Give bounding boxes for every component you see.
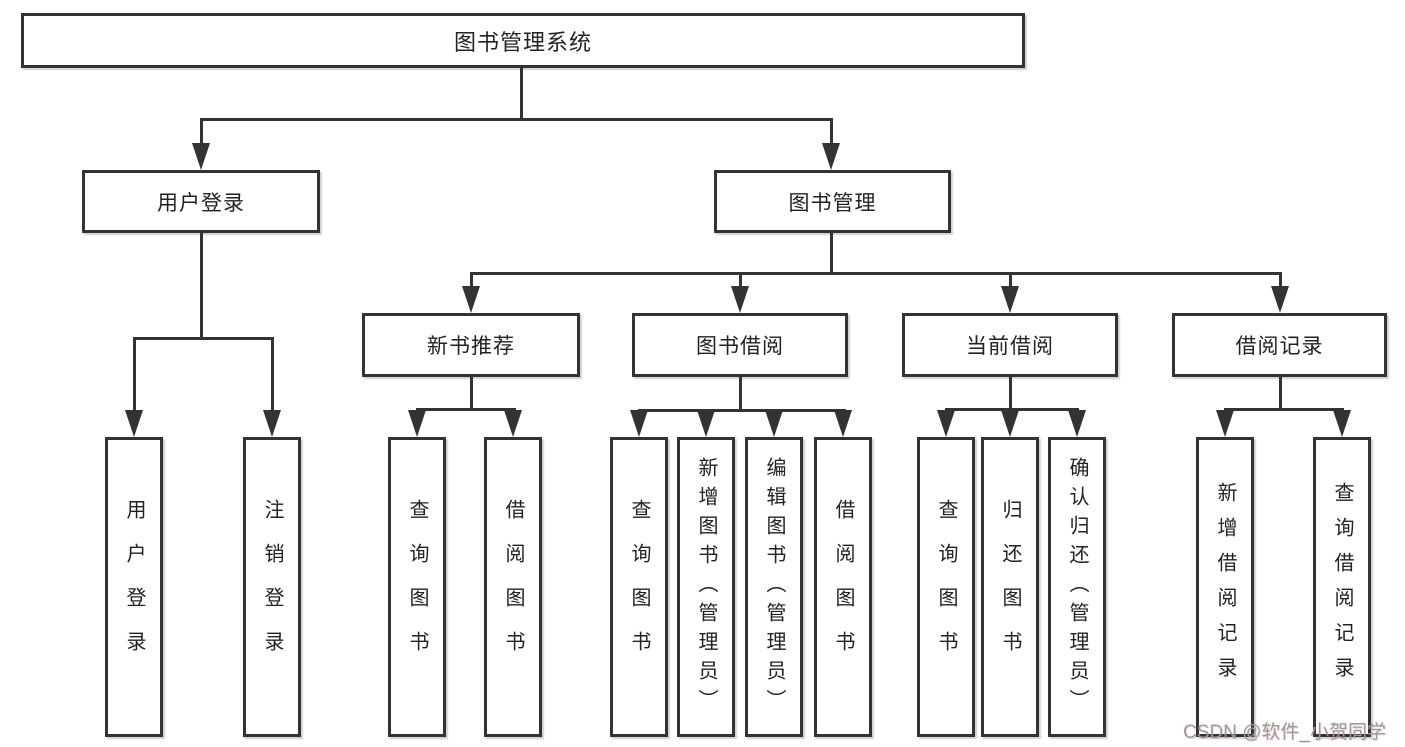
arrowhead-leaf-logout	[263, 410, 281, 437]
leaf-borrow-books-recommend-label: 借阅图书	[502, 499, 524, 675]
leaf-user-login-label: 用户登录	[123, 499, 145, 675]
connector-current-borrow-rail	[945, 408, 1079, 411]
leaf-borrow-books-borrow-label: 借阅图书	[832, 499, 854, 675]
leaf-query-books-borrow-label: 查询图书	[628, 499, 650, 675]
node-borrow-records-label: 借阅记录	[1235, 335, 1324, 358]
arrowhead-user-login	[192, 143, 210, 170]
node-current-borrow: 当前借阅	[902, 313, 1118, 377]
connector-new-book-stub	[470, 375, 473, 411]
leaf-confirm-return-admin: 确认归还（管理员）	[1048, 437, 1106, 737]
connector-drop-new-book	[470, 272, 473, 289]
arrowhead-query-books-recommend	[408, 410, 426, 437]
leaf-query-borrow-record-label: 查询借阅记录	[1331, 482, 1353, 692]
node-book-borrow-label: 图书借阅	[696, 335, 784, 358]
node-user-login: 用户登录	[82, 170, 320, 233]
arrowhead-add-borrow-record	[1216, 410, 1234, 437]
connector-root-stub	[520, 66, 523, 119]
arrowhead-edit-book-admin	[765, 410, 783, 437]
leaf-logout: 注销登录	[243, 437, 301, 737]
arrowhead-current-borrow	[1001, 286, 1019, 313]
node-root: 图书管理系统	[21, 13, 1025, 68]
connector-new-book-rail	[416, 408, 516, 411]
connector-book-borrow-rail	[638, 409, 846, 412]
arrowhead-query-books-borrow	[630, 410, 648, 437]
leaf-query-books-recommend: 查询图书	[388, 437, 446, 737]
leaf-confirm-return-admin-label: 确认归还（管理员）	[1066, 456, 1088, 718]
connector-user-login-rail	[133, 337, 274, 340]
connector-borrow-records-rail	[1224, 408, 1344, 411]
connector-level3-rail	[470, 272, 1282, 275]
node-new-book-recommend: 新书推荐	[362, 313, 580, 377]
connector-borrow-records-stub	[1279, 375, 1282, 411]
leaf-add-borrow-record-label: 新增借阅记录	[1214, 482, 1236, 692]
leaf-add-book-admin: 新增图书（管理员）	[677, 437, 735, 737]
node-user-login-label: 用户登录	[157, 191, 245, 215]
leaf-query-books-current: 查询图书	[917, 437, 975, 737]
connector-drop-user-login	[200, 118, 203, 146]
arrowhead-borrow-books-borrow	[834, 410, 852, 437]
leaf-query-books-borrow: 查询图书	[610, 437, 668, 737]
leaf-return-book-label: 归还图书	[999, 499, 1021, 675]
arrowhead-book-borrow	[731, 286, 749, 313]
leaf-borrow-books-recommend: 借阅图书	[484, 437, 542, 737]
arrowhead-query-books-current	[937, 410, 955, 437]
connector-book-borrow-stub	[739, 375, 742, 412]
leaf-query-books-current-label: 查询图书	[935, 499, 957, 675]
leaf-edit-book-admin: 编辑图书（管理员）	[745, 437, 803, 737]
node-book-management: 图书管理	[714, 170, 951, 233]
leaf-add-book-admin-label: 新增图书（管理员）	[695, 456, 717, 718]
connector-user-login-stub	[200, 231, 203, 338]
connector-drop-current-borrow	[1009, 272, 1012, 289]
connector-book-management-stub	[830, 231, 833, 275]
leaf-logout-label: 注销登录	[261, 499, 283, 675]
leaf-query-borrow-record: 查询借阅记录	[1313, 437, 1371, 737]
leaf-user-login: 用户登录	[105, 437, 163, 737]
arrowhead-leaf-user-login	[125, 410, 143, 437]
connector-drop-borrow-records	[1279, 272, 1282, 289]
arrowhead-return-book	[1001, 410, 1019, 437]
leaf-add-borrow-record: 新增借阅记录	[1196, 437, 1254, 737]
leaf-query-books-recommend-label: 查询图书	[406, 499, 428, 675]
node-borrow-records: 借阅记录	[1172, 313, 1387, 377]
arrowhead-add-book-admin	[697, 410, 715, 437]
node-current-borrow-label: 当前借阅	[966, 335, 1054, 358]
connector-drop-book-borrow	[739, 272, 742, 289]
leaf-edit-book-admin-label: 编辑图书（管理员）	[763, 456, 785, 718]
arrowhead-query-borrow-record	[1333, 410, 1351, 437]
arrowhead-new-book	[462, 286, 480, 313]
connector-current-borrow-stub	[1009, 375, 1012, 411]
connector-drop-leaf-user-login	[133, 337, 136, 413]
connector-level2-rail	[200, 118, 833, 121]
arrowhead-borrow-books-recommend	[504, 410, 522, 437]
node-root-label: 图书管理系统	[453, 29, 592, 55]
connector-drop-book-management	[830, 118, 833, 146]
arrowhead-book-management	[822, 143, 840, 170]
watermark: CSDN @软件_小贺同学	[1183, 722, 1386, 743]
leaf-return-book: 归还图书	[981, 437, 1039, 737]
node-book-borrow: 图书借阅	[632, 313, 848, 377]
leaf-borrow-books-borrow: 借阅图书	[814, 437, 872, 737]
arrowhead-borrow-records	[1271, 286, 1289, 313]
connector-drop-leaf-logout	[271, 337, 274, 413]
arrowhead-confirm-return-admin	[1068, 410, 1086, 437]
node-new-book-recommend-label: 新书推荐	[427, 335, 515, 358]
node-book-management-label: 图书管理	[788, 191, 877, 215]
